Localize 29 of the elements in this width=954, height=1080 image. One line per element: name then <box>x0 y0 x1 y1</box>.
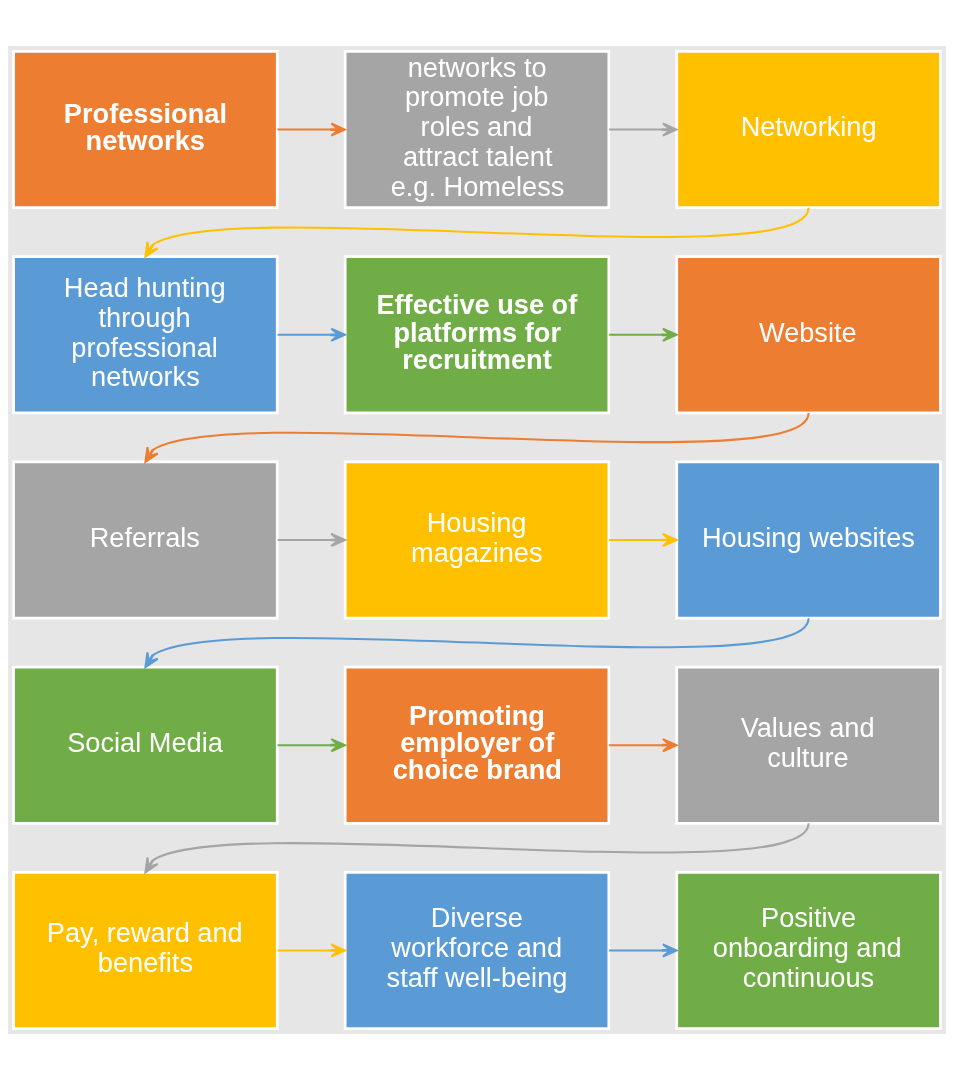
node-box: Positive onboarding and continuous <box>675 870 942 1030</box>
node-box: networks to promote job roles and attract talent e.g. Homeless <box>343 50 611 210</box>
node-box: Professional networks <box>12 50 279 210</box>
arrow <box>144 412 810 463</box>
arrow <box>144 822 810 874</box>
node-box: Networking <box>675 50 942 210</box>
node-box: Website <box>675 255 942 415</box>
arrow <box>609 738 678 753</box>
node-box: Social Media <box>12 665 279 825</box>
node-box: Effective use of platforms for recruitment <box>343 255 611 415</box>
arrow <box>277 943 346 958</box>
arrow <box>277 122 346 137</box>
node-box: Referrals <box>12 460 279 620</box>
node-box: Pay, reward and benefits <box>12 870 279 1030</box>
node-box: Values and culture <box>675 665 942 825</box>
node-box: Diverse workforce and staff well-being <box>343 870 611 1030</box>
arrow <box>144 617 810 669</box>
node-box: Promoting employer of choice brand <box>343 665 611 825</box>
arrow <box>609 943 678 958</box>
arrow <box>277 327 346 342</box>
node-box: Head hunting through professional networks <box>12 255 279 415</box>
arrow <box>609 122 678 137</box>
arrow <box>609 532 678 548</box>
arrow <box>277 532 346 548</box>
arrow <box>277 738 346 753</box>
node-box: Housing magazines <box>343 460 611 620</box>
arrow <box>144 207 810 258</box>
arrow <box>609 327 678 342</box>
node-box: Housing websites <box>675 460 942 620</box>
